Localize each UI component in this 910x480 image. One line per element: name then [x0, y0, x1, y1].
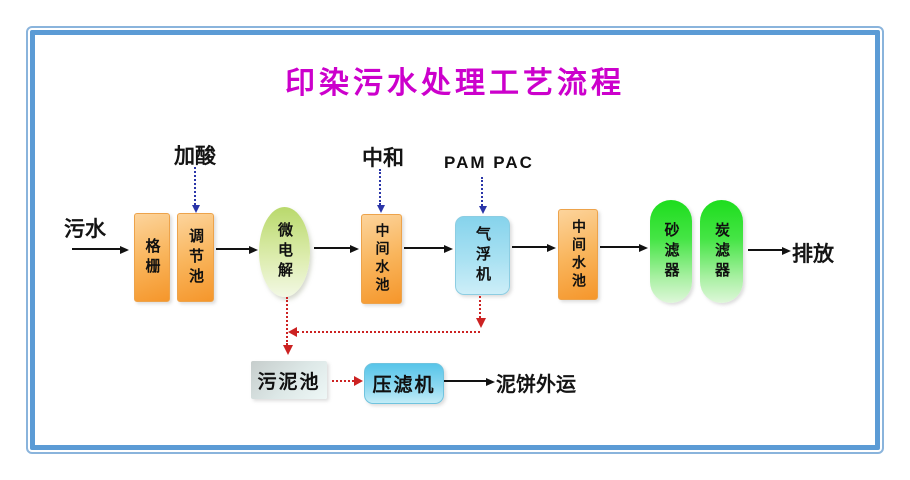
node-intermediate-tank-1: 中间水池	[361, 214, 402, 304]
flow-arrow-2	[314, 245, 359, 253]
node-grid-screen-label: 格栅	[143, 237, 162, 278]
pam-pac-label: PAM PAC	[444, 153, 534, 172]
node-sand-filter: 砂滤器	[650, 200, 692, 303]
dosing-arrow-pam-pac	[479, 177, 487, 214]
node-micro-electrolysis-label: 微电解	[276, 222, 294, 282]
sludge-arrow-to-press	[332, 376, 363, 386]
sludge-arrow-from-flotation	[476, 296, 486, 328]
node-regulating-tank-label: 调节池	[187, 227, 205, 288]
dosing-arrow-acid	[192, 167, 200, 213]
node-sand-filter-label: 砂滤器	[662, 221, 681, 282]
page-title: 印染污水处理工艺流程	[285, 66, 625, 101]
flow-arrow-1	[216, 246, 258, 254]
flow-arrow-5	[600, 244, 648, 252]
node-sludge-tank-label: 污泥池	[257, 370, 321, 393]
node-air-flotation: 气浮机	[455, 216, 510, 295]
discharge-label: 排放	[792, 241, 834, 266]
flow-arrow-3	[404, 245, 453, 253]
sludge-cake-label: 泥饼外运	[496, 372, 576, 396]
flow-arrow-discharge	[748, 247, 791, 255]
node-intermediate-tank-2: 中间水池	[558, 209, 598, 300]
node-air-flotation-label: 气浮机	[474, 225, 492, 286]
node-grid-screen: 格栅	[134, 213, 170, 302]
influent-label: 污水	[64, 216, 106, 241]
node-filter-press: 压滤机	[364, 363, 444, 404]
node-carbon-filter-label: 炭滤器	[713, 221, 731, 282]
node-sludge-tank: 污泥池	[251, 361, 327, 399]
sludge-arrow-from-electrolysis	[283, 297, 293, 355]
node-intermediate-tank-1-label: 中间水池	[373, 223, 390, 295]
flow-arrow-sludge-cake	[444, 378, 495, 386]
node-carbon-filter: 炭滤器	[700, 200, 743, 303]
add-acid-label: 加酸	[174, 143, 216, 168]
node-micro-electrolysis: 微电解	[259, 207, 310, 297]
node-filter-press-label: 压滤机	[372, 374, 436, 396]
node-intermediate-tank-2-label: 中间水池	[570, 218, 586, 291]
sludge-line-horizontal	[288, 327, 480, 337]
dosing-arrow-neutralize	[377, 169, 385, 213]
flow-arrow-influent	[72, 246, 129, 254]
flow-arrow-4	[512, 244, 556, 252]
neutralize-label: 中和	[362, 145, 404, 170]
node-regulating-tank: 调节池	[177, 213, 214, 302]
